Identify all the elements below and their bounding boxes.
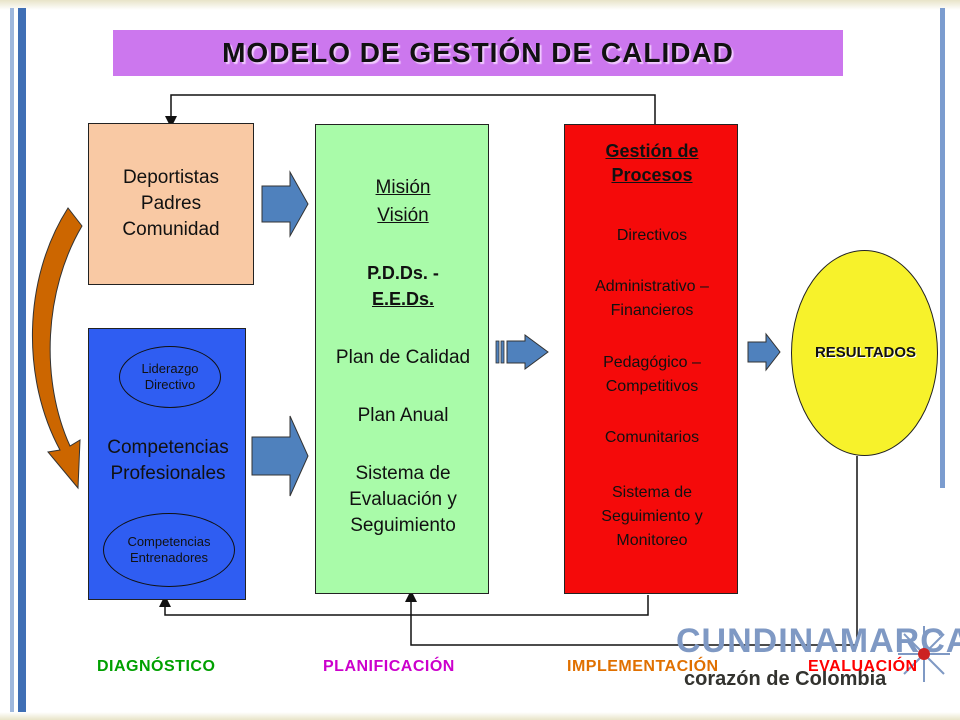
process-heading-line-2: Procesos bbox=[611, 165, 693, 185]
stakeholder-padres: Padres bbox=[140, 193, 202, 214]
monitoring-system-line-3: Monitoreo bbox=[616, 532, 688, 549]
bottom-feedback-line-1 bbox=[159, 595, 649, 616]
mision-label: Misión bbox=[375, 177, 431, 198]
phase-diagnostico: DIAGNÓSTICO bbox=[97, 658, 216, 675]
results-label: RESULTADOS bbox=[814, 344, 917, 361]
sunburst-icon bbox=[898, 626, 950, 682]
stakeholders-box: Deportistas Padres Comunidad bbox=[88, 123, 254, 285]
leadership-oval-line-2: Directivo bbox=[144, 377, 196, 392]
competencies-main-line-2: Profesionales bbox=[110, 463, 226, 484]
slide-frame-top bbox=[0, 0, 960, 10]
block-arrow-competencies-to-planning bbox=[251, 415, 309, 497]
plan-calidad-label: Plan de Calidad bbox=[335, 347, 471, 368]
title-bar: MODELO DE GESTIÓN DE CALIDAD bbox=[113, 30, 843, 76]
top-feedback-line bbox=[165, 94, 656, 128]
stakeholder-comunidad: Comunidad bbox=[122, 219, 220, 240]
administrativo-line-1: Administrativo – bbox=[595, 278, 709, 295]
evaluation-system-label: Sistema de Evaluación y Seguimiento bbox=[316, 461, 490, 539]
process-heading: Gestión de Procesos bbox=[565, 139, 739, 187]
pedagogico-label: Pedagógico – Competitivos bbox=[565, 351, 739, 399]
pdds-label: P.D.Ds. - bbox=[367, 263, 439, 283]
process-heading-line-1: Gestión de bbox=[605, 141, 699, 161]
leadership-oval: Liderazgo Directivo bbox=[119, 346, 221, 408]
monitoring-system-line-1: Sistema de bbox=[611, 484, 693, 501]
evaluation-system-line-1: Sistema de bbox=[355, 463, 451, 484]
slide-frame-right bbox=[940, 8, 945, 488]
phase-evaluacion: EVALUACIÓN bbox=[808, 658, 918, 675]
administrativo-line-2: Financieros bbox=[610, 302, 694, 319]
leadership-oval-line-1: Liderazgo bbox=[141, 361, 199, 376]
administrativo-label: Administrativo – Financieros bbox=[565, 275, 739, 323]
striped-arrow-planning-to-process bbox=[495, 334, 549, 370]
plan-anual-label: Plan Anual bbox=[357, 405, 449, 426]
results-oval: RESULTADOS bbox=[791, 250, 938, 456]
evaluation-system-line-2: Evaluación y bbox=[349, 489, 457, 510]
phase-planificacion: PLANIFICACIÓN bbox=[323, 658, 455, 675]
monitoring-system-label: Sistema de Seguimiento y Monitoreo bbox=[565, 481, 739, 553]
competencies-box: Liderazgo Directivo Competencias Profesi… bbox=[88, 328, 246, 600]
block-arrow-input-to-planning bbox=[261, 170, 309, 238]
bottom-feedback-line-2 bbox=[405, 456, 858, 646]
comunitarios-label: Comunitarios bbox=[604, 429, 700, 446]
curved-cycle-arrow bbox=[31, 207, 83, 490]
coaches-oval-line-1: Competencias bbox=[127, 534, 211, 549]
monitoring-system-line-2: Seguimiento y bbox=[601, 508, 703, 525]
phase-implementacion: IMPLEMENTACIÓN bbox=[567, 658, 719, 675]
competencies-main-line-1: Competencias bbox=[107, 437, 229, 458]
eeds-label: E.E.Ds. bbox=[371, 289, 435, 309]
block-arrow-process-to-results bbox=[747, 332, 781, 372]
logo-tagline: corazón de Colombia bbox=[684, 668, 887, 690]
slide-frame-left bbox=[18, 8, 26, 720]
pedagogico-line-1: Pedagógico – bbox=[603, 354, 701, 371]
stakeholder-deportistas: Deportistas bbox=[122, 167, 220, 188]
directivos-label: Directivos bbox=[616, 227, 688, 244]
coaches-oval: Competencias Entrenadores bbox=[103, 513, 235, 587]
planning-box: Misión Visión P.D.Ds. - E.E.Ds. Plan de … bbox=[315, 124, 489, 594]
pedagogico-line-2: Competitivos bbox=[605, 378, 699, 395]
competencies-main-label: Competencias Profesionales bbox=[89, 435, 247, 487]
slide-frame-bottom bbox=[0, 712, 960, 720]
coaches-oval-line-2: Entrenadores bbox=[129, 550, 209, 565]
page-title: MODELO DE GESTIÓN DE CALIDAD bbox=[222, 37, 734, 68]
process-box: Gestión de Procesos Directivos Administr… bbox=[564, 124, 738, 594]
slide-frame-left-light bbox=[10, 8, 14, 720]
evaluation-system-line-3: Seguimiento bbox=[350, 515, 456, 536]
vision-label: Visión bbox=[377, 205, 429, 226]
